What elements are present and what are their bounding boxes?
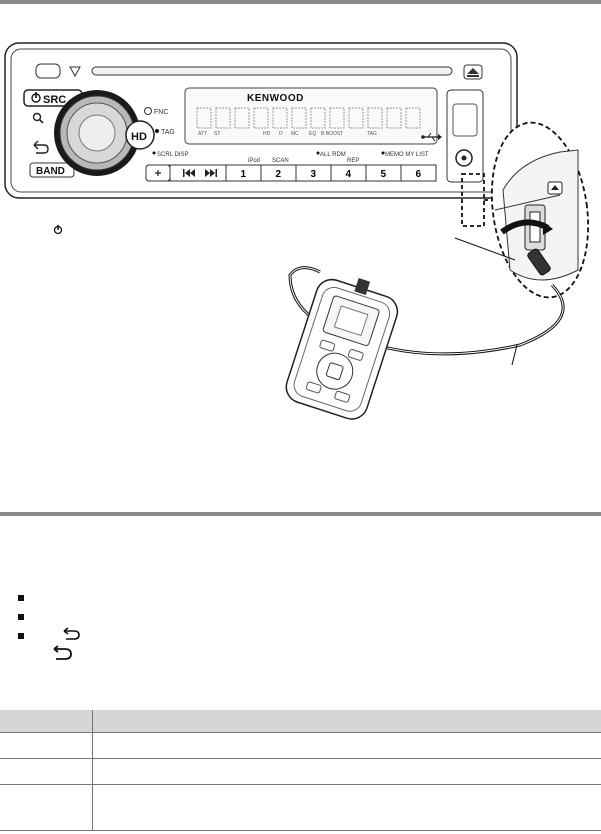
device-connection-figure: SRC BAND HD FNC TAG KENWOOD ATT [4, 42, 590, 420]
power-icon [31, 92, 41, 103]
preset-label: 2 [276, 169, 282, 180]
indicator-att: ATT [198, 131, 207, 137]
preset-buttons: 1 2 3 4 5 6 [225, 164, 437, 182]
prev-track-icon [183, 169, 195, 177]
button-labels-row: SCRL DISP iPod SCAN ALL RDM REP MEMO MY … [152, 151, 429, 164]
preset-label: 5 [381, 169, 387, 180]
indicator-hd: HD [263, 131, 271, 137]
table-row [0, 732, 601, 759]
table-cell [92, 758, 601, 785]
preset-button-1[interactable]: 1 [225, 164, 262, 182]
tag-label: TAG [161, 129, 175, 136]
src-button[interactable]: SRC [23, 89, 83, 107]
section-divider [0, 512, 601, 516]
list-bullet [18, 614, 24, 620]
hd-button[interactable]: HD [125, 120, 155, 150]
tag-button[interactable]: TAG [155, 129, 175, 136]
list-bullet [18, 595, 24, 601]
table-cell [0, 732, 93, 759]
list-bullet [18, 633, 24, 639]
indicator-d: D [279, 131, 283, 137]
top-divider [0, 0, 601, 4]
display-segment [253, 107, 269, 129]
portable-audio-player [285, 278, 399, 420]
display-segment [348, 107, 364, 129]
display-segment [272, 107, 288, 129]
display-segment [215, 107, 231, 129]
preset-button-2[interactable]: 2 [260, 164, 297, 182]
table-header-cell [0, 710, 93, 733]
power-icon [53, 225, 63, 235]
table-cell [0, 784, 93, 831]
table-cell [92, 784, 601, 831]
band-button[interactable]: BAND [29, 162, 75, 178]
usb-cover[interactable] [446, 89, 484, 183]
src-label: SRC [43, 94, 66, 106]
aux-jack-zoom [490, 121, 590, 299]
back-arrow-icon[interactable] [33, 140, 49, 154]
display-segment [367, 107, 383, 129]
zoom-indicator-box [461, 173, 485, 227]
display-segment [291, 107, 307, 129]
display-segment [386, 107, 402, 129]
scrl-disp-label: SCRL DISP [157, 152, 188, 158]
ipod-label: iPod [248, 158, 260, 164]
indicator-mc: MC [291, 131, 299, 137]
hd-label: HD [131, 131, 147, 143]
memo-label: MEMO MY LIST [385, 152, 429, 158]
preset-button-4[interactable]: 4 [330, 164, 367, 182]
table-cell [92, 732, 601, 759]
back-arrow-icon [53, 645, 72, 660]
all-rdm-label: ALL RDM [320, 152, 346, 158]
display-segment [329, 107, 345, 129]
indicator-eq: EQ [309, 131, 316, 137]
search-icon[interactable] [32, 112, 44, 124]
preset-label: 3 [311, 169, 317, 180]
fnc-button[interactable]: FNC [144, 107, 169, 117]
preset-label: 4 [346, 169, 352, 180]
preset-button-6[interactable]: 6 [400, 164, 437, 182]
rep-label: REP [347, 158, 359, 164]
segment-display [196, 107, 421, 129]
table-row [0, 758, 601, 785]
table-header-row [0, 710, 601, 733]
track-nav-buttons[interactable] [169, 164, 227, 182]
preset-button-3[interactable]: 3 [295, 164, 332, 182]
plus-icon [155, 170, 161, 176]
table-header-cell [92, 710, 601, 733]
back-arrow-icon [63, 627, 80, 640]
preset-button-5[interactable]: 5 [365, 164, 402, 182]
scan-label: SCAN [272, 158, 289, 164]
display-segment [310, 107, 326, 129]
preset-label: 1 [241, 169, 247, 180]
indicator-bboost: B.BOOST [321, 131, 343, 137]
usb-icon [421, 132, 442, 142]
settings-table [0, 710, 601, 831]
display-panel: KENWOOD ATT ST HD D MC EQ B.BOOST TAG [184, 87, 438, 145]
next-track-icon [205, 169, 217, 177]
table-cell [0, 758, 93, 785]
table-row [0, 784, 601, 831]
preset-label: 6 [416, 169, 422, 180]
indicator-tag: TAG [367, 131, 377, 137]
display-segment [196, 107, 212, 129]
rotate-arrow-icon [543, 222, 553, 235]
indicator-st: ST [214, 131, 220, 137]
band-label: BAND [36, 166, 65, 177]
fnc-label: FNC [154, 109, 168, 116]
brand-logo: KENWOOD [247, 93, 304, 104]
display-segment [405, 107, 421, 129]
display-segment [234, 107, 250, 129]
